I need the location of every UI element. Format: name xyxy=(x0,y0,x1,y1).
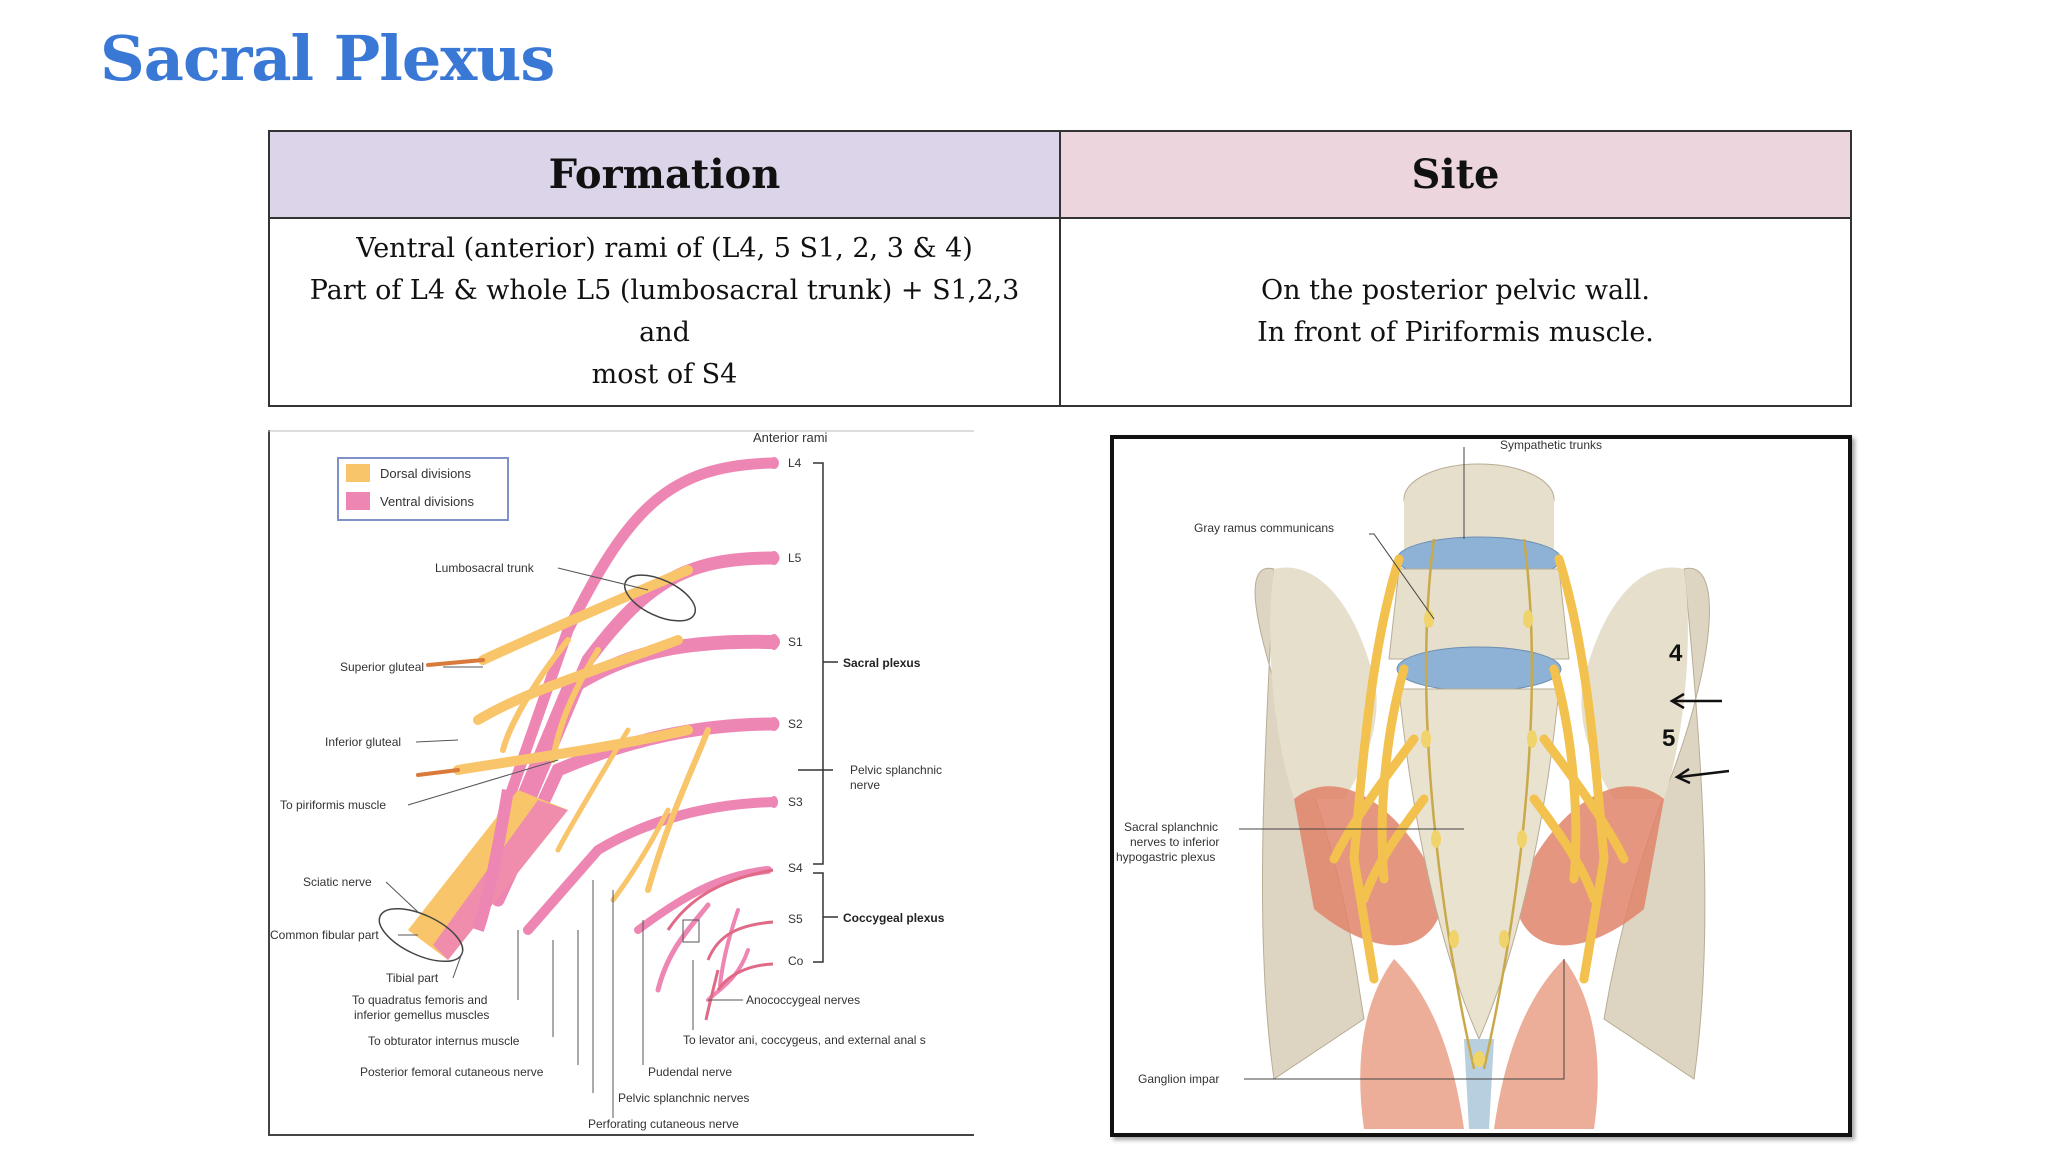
page-title: Sacral Plexus xyxy=(100,22,555,95)
coccygeal-plexus-label: Coccygeal plexus xyxy=(843,911,945,925)
level-label: S1 xyxy=(788,635,803,649)
common-fibular-label: Common fibular part xyxy=(270,928,379,942)
legend-ventral: Ventral divisions xyxy=(380,494,474,509)
quadratus-label: inferior gemellus muscles xyxy=(354,1008,489,1022)
vertebra-l5 xyxy=(1388,568,1570,660)
obturator-label: To obturator internus muscle xyxy=(368,1034,520,1048)
site-line: On the posterior pelvic wall. xyxy=(1261,275,1650,306)
level-label: Co xyxy=(788,954,804,968)
site-header: Site xyxy=(1059,130,1852,219)
dorsal-swatch xyxy=(346,464,370,482)
sympathetic-chains xyxy=(1424,538,1534,1070)
legend-dorsal: Dorsal divisions xyxy=(380,466,472,481)
post-femoral-label: Posterior femoral cutaneous nerve xyxy=(360,1065,544,1079)
pelvic-splanchnic-nerves-label: Pelvic splanchnic nerves xyxy=(618,1091,749,1105)
formation-line: Part of L4 & whole L5 (lumbosacral trunk… xyxy=(309,275,1020,348)
tibial-label: Tibial part xyxy=(386,971,439,985)
annotation-four: 4 xyxy=(1669,640,1683,667)
coccygeal-branches xyxy=(666,868,774,1021)
formation-line: most of S4 xyxy=(591,359,738,390)
pelvis-anatomy-image: Sympathetic trunks Gray ramus communican… xyxy=(1110,435,1852,1137)
quadratus-label: To quadratus femoris and xyxy=(352,993,487,1007)
sympathetic-trunks-label: Sympathetic trunks xyxy=(1500,439,1602,452)
piriformis-label: To piriformis muscle xyxy=(280,798,386,812)
level-label: L5 xyxy=(788,551,802,565)
sciatic-label: Sciatic nerve xyxy=(303,875,372,889)
pudendal-label: Pudendal nerve xyxy=(648,1065,732,1079)
anococcygeal-label: Anococcygeal nerves xyxy=(746,993,860,1007)
inferior-gluteal-label: Inferior gluteal xyxy=(325,735,401,749)
formation-site-table: Formation Site Ventral (anterior) rami o… xyxy=(268,130,1852,407)
sacral-splanchnic-label: Sacral splanchnic xyxy=(1124,820,1218,834)
pelvic-splanchnic-right: nerve xyxy=(850,778,880,792)
annotation-five: 5 xyxy=(1662,725,1675,752)
levator-label: To levator ani, coccygeus, and external … xyxy=(683,1033,926,1047)
level-label: S4 xyxy=(788,861,803,875)
level-caps xyxy=(769,457,779,808)
level-label: L4 xyxy=(788,456,802,470)
sacral-plexus-diagram: Dorsal divisions Ventral divisions Anter… xyxy=(268,430,974,1138)
gluteal-branches xyxy=(416,658,485,777)
right-piriformis xyxy=(1514,786,1664,946)
site-line: In front of Piriformis muscle. xyxy=(1257,317,1654,348)
ventral-swatch xyxy=(346,492,370,510)
formation-cell: Ventral (anterior) rami of (L4, 5 S1, 2,… xyxy=(268,217,1061,407)
lumbosacral-disc xyxy=(1396,646,1562,692)
formation-header: Formation xyxy=(268,130,1061,219)
site-cell: On the posterior pelvic wall. In front o… xyxy=(1059,217,1852,407)
sacral-plexus-label: Sacral plexus xyxy=(843,656,921,670)
annotation-arrows xyxy=(1669,692,1730,785)
sacral-plexus-svg: Dorsal divisions Ventral divisions Anter… xyxy=(268,430,974,1136)
formation-line: Ventral (anterior) rami of (L4, 5 S1, 2,… xyxy=(356,233,973,264)
ventral-rami xyxy=(486,457,780,1002)
ganglion-impar-label: Ganglion impar xyxy=(1138,1072,1219,1086)
perforating-label: Perforating cutaneous nerve xyxy=(588,1117,739,1131)
level-label: S5 xyxy=(788,912,803,926)
superior-gluteal-label: Superior gluteal xyxy=(340,660,424,674)
sacral-splanchnic-label: nerves to inferior xyxy=(1130,835,1219,849)
level-label: S3 xyxy=(788,795,803,809)
anterior-rami-label: Anterior rami xyxy=(753,430,828,445)
level-label: S2 xyxy=(788,717,803,731)
ganglia xyxy=(1421,610,1537,1067)
pelvic-splanchnic-right: Pelvic splanchnic xyxy=(850,763,942,777)
dorsal-divisions xyxy=(453,565,711,903)
lumbosacral-label: Lumbosacral trunk xyxy=(435,561,535,575)
sacral-splanchnic-label: hypogastric plexus xyxy=(1116,850,1215,864)
left-piriformis xyxy=(1294,786,1444,946)
pelvis-anatomy-svg: Sympathetic trunks Gray ramus communican… xyxy=(1116,438,1730,1129)
gray-ramus-label: Gray ramus communicans xyxy=(1194,521,1334,535)
